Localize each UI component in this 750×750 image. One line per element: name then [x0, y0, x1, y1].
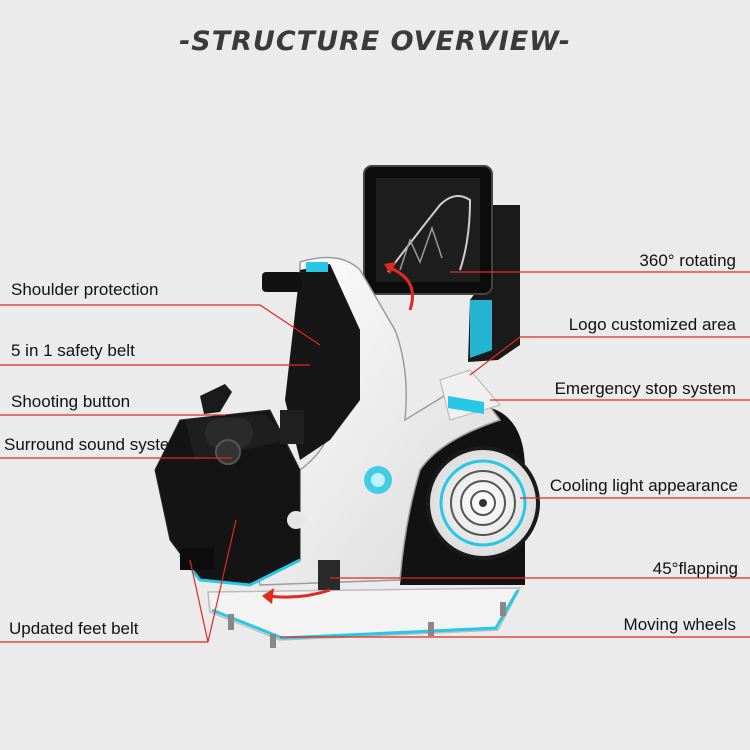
leader-logo [469, 336, 750, 376]
screen-arm [468, 205, 520, 362]
label-360-rotating: 360° rotating [639, 251, 736, 270]
leader-feet-b [207, 519, 237, 643]
monitor [363, 165, 493, 295]
front-cabin [154, 384, 305, 587]
label-shoulder-protection: Shoulder protection [11, 280, 159, 299]
side-panel [280, 410, 304, 444]
label-safety-belt: 5 in 1 safety belt [11, 341, 135, 360]
label-logo-area: Logo customized area [568, 315, 736, 334]
shoulder-pad [262, 272, 302, 292]
page-title: -STRUCTURE OVERVIEW- [179, 26, 571, 57]
base-platform [207, 587, 522, 648]
label-moving-wheels: Moving wheels [623, 615, 736, 634]
label-45-flapping: 45°flapping [652, 559, 738, 578]
leader-feet-a [189, 559, 209, 643]
label-shooting-button: Shooting button [11, 392, 131, 411]
pivot [318, 560, 340, 590]
label-emergency-stop: Emergency stop system [554, 379, 736, 398]
rotation-arrows [262, 262, 414, 604]
leader-lines [0, 271, 750, 643]
leader-shoulder [0, 304, 321, 346]
label-feet-belt: Updated feet belt [9, 619, 139, 638]
label-surround-sound: Surround sound system [4, 435, 184, 454]
label-cooling-light: Cooling light appearance [549, 476, 738, 495]
speaker [205, 418, 253, 448]
joystick [200, 384, 232, 414]
